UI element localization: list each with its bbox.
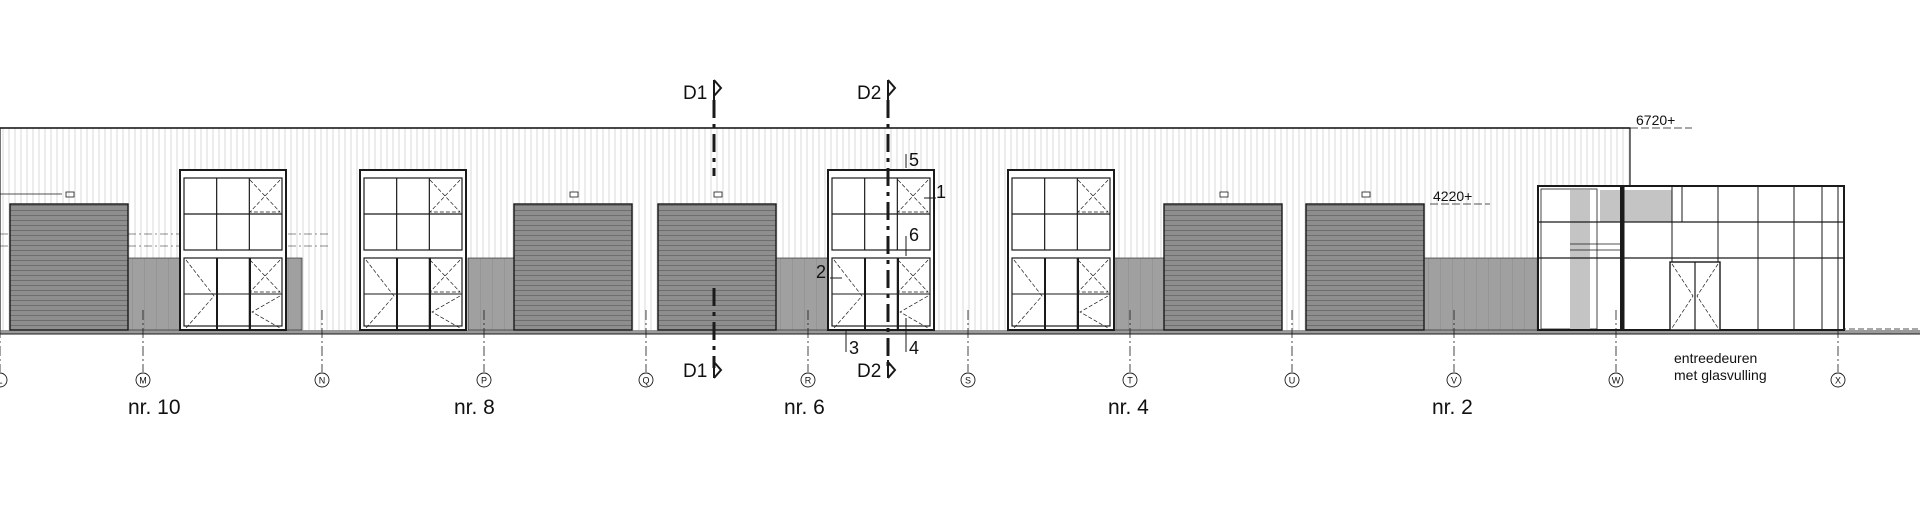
entrance-glazing: [1537, 185, 1845, 331]
grid-axis-label: R: [805, 376, 812, 386]
grid-axis: L: [0, 310, 8, 388]
grid-axis: Q: [638, 310, 654, 388]
callout-number: 4: [909, 338, 919, 358]
shutter-door: [513, 203, 633, 331]
grid-axis: U: [1284, 310, 1300, 388]
section-label: D2: [857, 361, 881, 382]
grid-axis: M: [135, 310, 151, 388]
level-marker-mid: 4220+: [1430, 188, 1490, 205]
section-D1: D1 D1: [683, 79, 723, 382]
lower-panels: [127, 257, 1539, 331]
callout-number: 2: [816, 262, 826, 282]
window-door-unit: [179, 169, 287, 331]
grid-axis-label: S: [965, 376, 971, 386]
grid-axis-label: T: [1127, 376, 1133, 386]
section-D2: D2 D2: [857, 79, 897, 382]
section-cut-lines: D1 D1 D2 D2: [683, 79, 897, 382]
grid-axis-label: V: [1451, 376, 1457, 386]
section-label: D2: [857, 83, 881, 104]
grid-axis: S: [960, 310, 976, 388]
shutter-door: [1163, 203, 1283, 331]
window-units: [179, 169, 1115, 331]
window-door-unit: [1007, 169, 1115, 331]
shutter-door: [657, 203, 777, 331]
unit-label: nr. 10: [128, 396, 181, 419]
callouts: 1 2 3 4 5 6: [816, 150, 946, 358]
entrance-note: entreedeuren met glasvulling: [1674, 350, 1767, 383]
callout-number: 6: [909, 225, 919, 245]
unit-label: nr. 2: [1432, 396, 1473, 419]
grid-axis: W: [1608, 310, 1624, 388]
grid-axis: N: [314, 310, 330, 388]
unit-label: nr. 4: [1108, 396, 1149, 419]
grid-axis-label: U: [1289, 376, 1296, 386]
grid-axis-label: Q: [642, 376, 649, 386]
ground-line: [0, 328, 1920, 335]
section-label: D1: [683, 83, 707, 104]
note-line-2: met glasvulling: [1674, 367, 1767, 383]
grid-axis-label: L: [0, 376, 3, 386]
grid-axis: P: [476, 310, 492, 388]
grid-axis: X: [1830, 310, 1846, 388]
callout-number: 5: [909, 150, 919, 170]
callout-number: 3: [849, 338, 859, 358]
level-marker-top: 6720+: [1630, 112, 1692, 129]
grid-axis: T: [1122, 310, 1138, 388]
section-label: D1: [683, 361, 707, 382]
grid-axis-label: W: [1612, 376, 1621, 386]
grid-axis: R: [800, 310, 816, 388]
level-top-text: 6720+: [1636, 112, 1675, 128]
unit-labels: nr. 10 nr. 8 nr. 6 nr. 4 nr. 2: [128, 396, 1473, 419]
unit-label: nr. 8: [454, 396, 495, 419]
grid-axis-label: M: [139, 376, 147, 386]
callout-number: 1: [936, 182, 946, 202]
grid-axis: V: [1446, 310, 1462, 388]
note-line-1: entreedeuren: [1674, 350, 1757, 366]
unit-label: nr. 6: [784, 396, 825, 419]
grid-axes: LMNPQRSTUVWX: [0, 310, 1846, 388]
window-door-unit: [827, 169, 935, 331]
shutter-door: [1305, 203, 1425, 331]
roller-shutters: [9, 191, 1425, 331]
grid-axis-label: P: [481, 376, 487, 386]
shutter-door: [9, 203, 129, 331]
window-door-unit: [359, 169, 467, 331]
grid-axis-label: N: [319, 376, 326, 386]
level-mid-text: 4220+: [1433, 188, 1472, 204]
grid-axis-label: X: [1835, 376, 1841, 386]
